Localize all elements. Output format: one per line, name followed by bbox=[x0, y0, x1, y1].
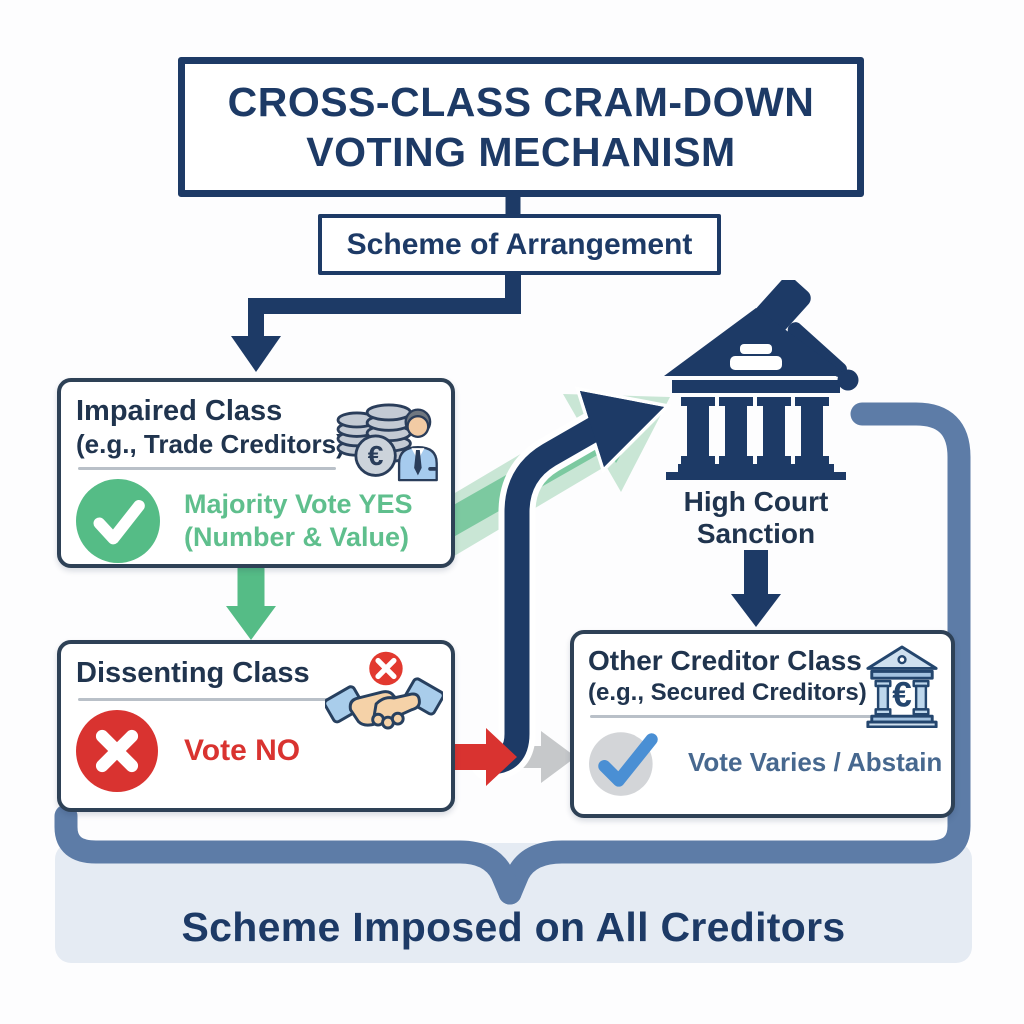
scheme-of-arrangement-box: Scheme of Arrangement bbox=[318, 214, 721, 275]
courthouse-gavel-icon bbox=[664, 280, 859, 480]
impaired-class-subheading: (e.g., Trade Creditors) bbox=[76, 429, 345, 459]
bank-euro-symbol: € bbox=[892, 675, 912, 714]
impaired-vote-text: Majority Vote YES (Number & Value) bbox=[184, 488, 413, 554]
high-court-label: High Court Sanction bbox=[634, 486, 878, 550]
scheme-to-impaired-arrow bbox=[231, 258, 521, 372]
coins-euro-businessman-icon: € bbox=[336, 403, 438, 482]
other-class-heading: Other Creditor Class bbox=[588, 645, 862, 676]
imposed-banner-label: Scheme Imposed on All Creditors bbox=[181, 903, 846, 950]
dissenting-vote-text: Vote NO bbox=[184, 734, 301, 767]
coin-euro-symbol: € bbox=[368, 439, 384, 471]
red-x-circle-icon bbox=[76, 710, 158, 792]
dissenting-divider bbox=[78, 698, 340, 701]
continue-arrow-to-other-class bbox=[498, 731, 576, 783]
dissent-arrow bbox=[450, 728, 517, 786]
impaired-divider bbox=[78, 467, 336, 470]
dissenting-class-heading: Dissenting Class bbox=[76, 657, 310, 689]
title-line-2: VOTING MECHANISM bbox=[306, 129, 736, 175]
scheme-label: Scheme of Arrangement bbox=[346, 227, 693, 261]
other-vote-row: Vote Varies / Abstain bbox=[588, 727, 942, 797]
impaired-vote-line2: (Number & Value) bbox=[184, 522, 410, 552]
imposition-brace-left bbox=[54, 804, 522, 905]
title-box: CROSS-CLASS CRAM-DOWN VOTING MECHANISM bbox=[178, 57, 864, 197]
impaired-class-heading: Impaired Class bbox=[76, 395, 283, 427]
other-vote-text: Vote Varies / Abstain bbox=[688, 746, 943, 777]
high-court-line1: High Court bbox=[683, 486, 829, 517]
green-check-circle-icon bbox=[76, 479, 160, 563]
court-outcome-pipe bbox=[498, 402, 971, 905]
other-divider bbox=[590, 715, 928, 718]
other-creditor-class-box: Other Creditor Class (e.g., Secured Cred… bbox=[570, 630, 955, 818]
impaired-vote-line1: Majority Vote YES bbox=[184, 489, 413, 519]
impaired-class-box: Impaired Class (e.g., Trade Creditors) bbox=[57, 378, 455, 568]
title-line-1: CROSS-CLASS CRAM-DOWN bbox=[227, 79, 815, 125]
court-sanction-down-arrow bbox=[731, 550, 781, 627]
impaired-vote-row: Majority Vote YES (Number & Value) bbox=[76, 479, 436, 563]
dissenting-class-box: Dissenting Class Vote NO bbox=[57, 640, 455, 812]
dissenting-vote-row: Vote NO bbox=[76, 710, 436, 792]
impaired-to-dissenting-arrow bbox=[226, 562, 276, 640]
high-court-line2: Sanction bbox=[696, 518, 816, 549]
gray-circle-blue-check-icon bbox=[589, 732, 658, 796]
other-class-subheading: (e.g., Secured Creditors) bbox=[588, 679, 867, 706]
bank-euro-icon: € bbox=[866, 645, 938, 728]
handshake-rejected-icon bbox=[325, 651, 443, 730]
